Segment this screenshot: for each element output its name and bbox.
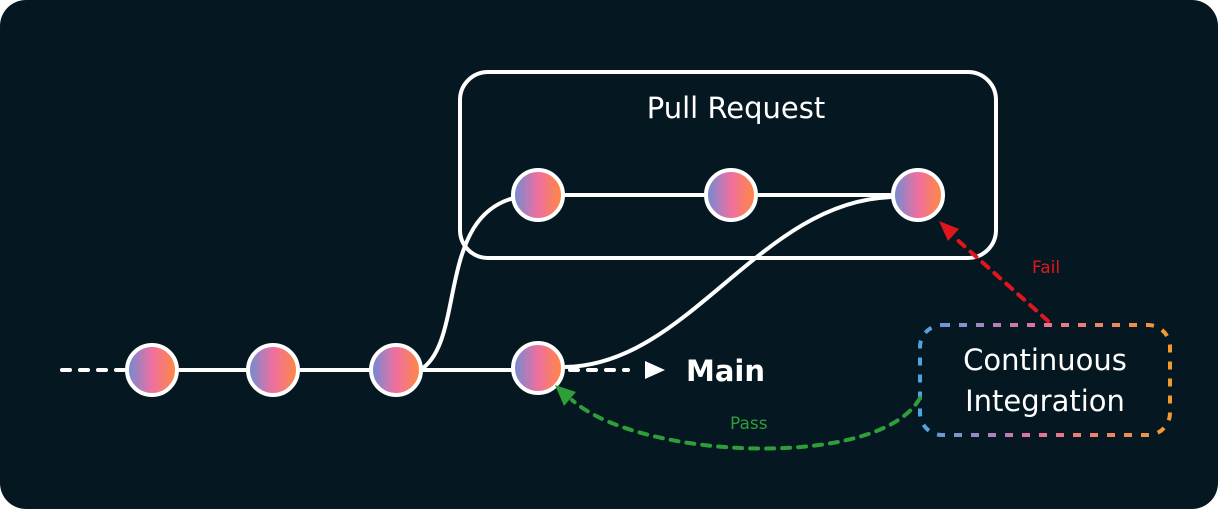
branch-out-curve (418, 193, 539, 372)
ci-label-line2: Integration (965, 384, 1125, 418)
pull-request-label: Pull Request (647, 91, 826, 125)
commit-node (511, 341, 565, 395)
main-arrow-icon (645, 361, 665, 379)
pr-commit-node (511, 168, 565, 222)
fail-arrow-line (951, 234, 1050, 323)
fail-arrow-icon (939, 221, 959, 241)
commit-node (246, 343, 300, 397)
continuous-integration-box (918, 323, 1172, 437)
ci-label-line1: Continuous (963, 343, 1127, 377)
pass-label: Pass (730, 414, 768, 434)
pr-commit-node (891, 168, 945, 222)
merge-curve (564, 195, 894, 369)
fail-label: Fail (1032, 258, 1060, 278)
pass-arrow-curve (570, 396, 922, 451)
main-branch-label: Main (686, 354, 765, 388)
commit-node (125, 343, 179, 397)
pull-request-box (458, 70, 998, 260)
pr-commit-node (704, 168, 758, 222)
pass-arrow-icon (555, 385, 576, 406)
commit-node (369, 343, 423, 397)
